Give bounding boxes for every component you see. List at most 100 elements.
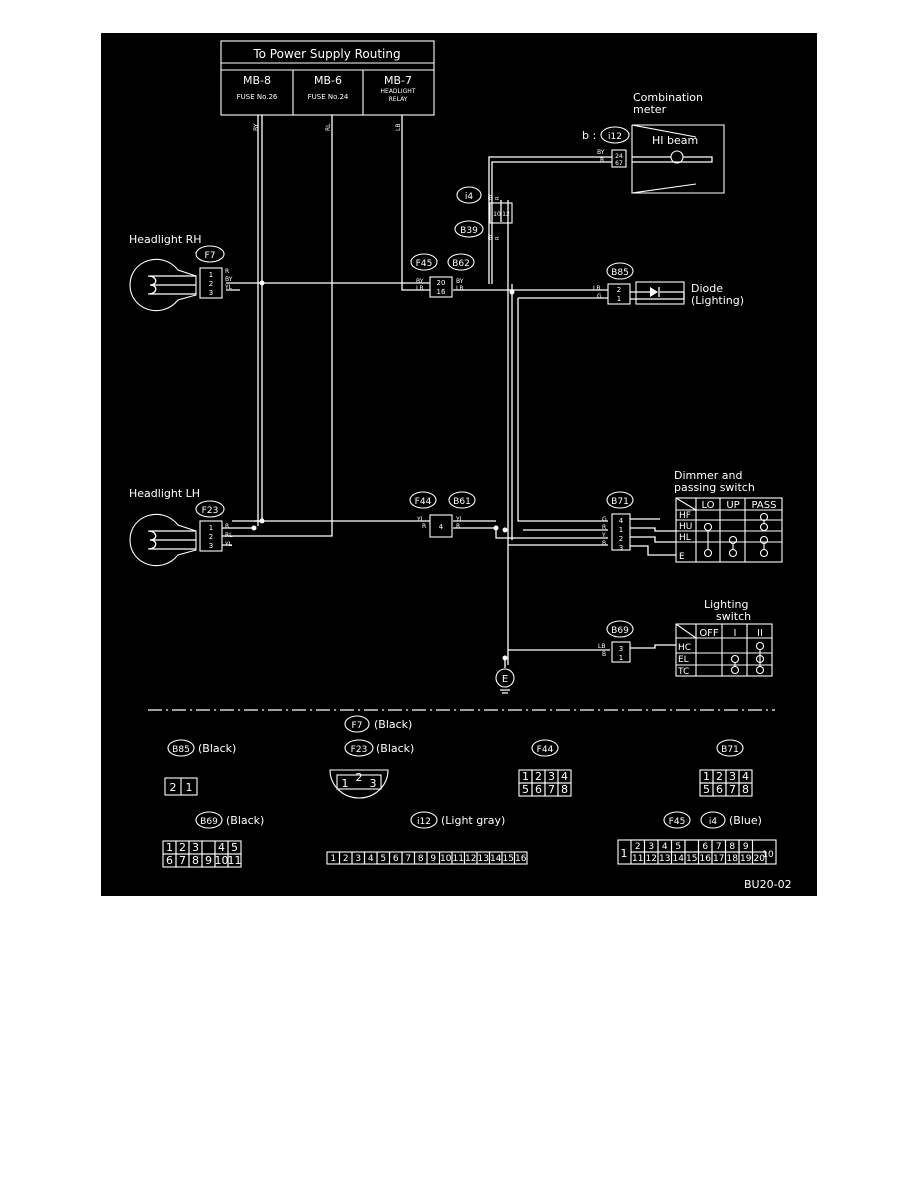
pin-number: 11 <box>453 854 464 864</box>
i4-wire-2: R <box>495 196 501 200</box>
dimmer-title-2: passing switch <box>674 481 755 494</box>
f23-pin-2: 2 <box>209 533 213 541</box>
legend-f23-pin-2: 2 <box>356 771 363 784</box>
meter-conn-badge <box>600 126 630 144</box>
b85-wire-g: G <box>597 293 602 300</box>
b71-wire-b: B <box>602 540 606 547</box>
pin-cell <box>227 853 242 868</box>
pin-number: 2 <box>716 770 723 783</box>
meter-title-line1: Combination <box>633 91 703 104</box>
b71-wire-g: G <box>602 516 607 523</box>
legend-f23-id: F23 <box>351 745 368 755</box>
pin-number: 10 <box>215 854 229 867</box>
pin-number: 9 <box>205 854 212 867</box>
legend-f44-id: F44 <box>537 745 554 755</box>
ground-label: E <box>502 674 508 685</box>
diagram-background <box>101 33 817 896</box>
dimmer-passing-switch: Dimmer and passing switch B71 4 1 2 3 G … <box>601 469 783 563</box>
i4-pin-1: 10 <box>493 211 501 218</box>
b85-pin-1: 2 <box>617 286 621 294</box>
b71-wire-y: Y <box>601 532 606 539</box>
lighting-row-hc: HC <box>678 643 691 653</box>
legend-f7-id: F7 <box>352 721 363 731</box>
f45-pin-1: 20 <box>437 279 446 287</box>
pin-number: 3 <box>192 841 199 854</box>
legend-f23-pin-3: 3 <box>370 777 377 790</box>
pin-number: 3 <box>648 842 654 852</box>
pin-number: 19 <box>740 854 752 864</box>
f7-wire-r: R <box>225 268 229 275</box>
b71-pin-1: 4 <box>619 517 624 525</box>
pin-number: 6 <box>393 854 399 864</box>
pin-number: 7 <box>729 783 736 796</box>
pin-number: 5 <box>522 783 529 796</box>
legend-f23-pin-1: 1 <box>342 777 349 790</box>
mb7-sub-label: HEADLIGHT <box>381 88 416 95</box>
pin-number: 1 <box>330 854 336 864</box>
meter-wire-r: R <box>600 157 604 164</box>
headlight-lh-title: Headlight LH <box>129 487 200 500</box>
mb7-label: MB-7 <box>384 74 412 87</box>
legend-f23-color: (Black) <box>376 742 414 755</box>
dimmer-row-hf: HF <box>679 511 691 521</box>
meter-wire-by: BY <box>597 149 605 156</box>
combination-meter: Combination meter b : i12 HI beam 24 67 … <box>582 91 725 194</box>
meter-conn-prefix: b : <box>582 129 596 142</box>
pin-number: 8 <box>742 783 749 796</box>
dimmer-title-1: Dimmer and <box>674 469 742 482</box>
f7-pin-1: 1 <box>209 271 213 279</box>
b71-id: B71 <box>611 497 629 507</box>
pin-number: 14 <box>490 854 502 864</box>
meter-pin-2: 67 <box>615 160 623 167</box>
b69-wire-b: B <box>602 651 606 658</box>
b71-wire-r: R <box>602 524 606 531</box>
pin-number: 13 <box>478 854 489 864</box>
diode-label-2: (Lighting) <box>691 294 744 307</box>
pin-number: 20 <box>754 854 766 864</box>
pin-number: 15 <box>503 854 514 864</box>
pin-number: 8 <box>729 842 735 852</box>
f7-wire-yl: YL <box>224 284 233 291</box>
diode-label-1: Diode <box>691 282 723 295</box>
legend-f45-id: F45 <box>669 817 686 827</box>
b61-wire-yl: YL <box>455 516 464 523</box>
legend-f45-pin-right: 10 <box>762 850 774 860</box>
pin-number: 1 <box>166 841 173 854</box>
b62-wire-lb: LB <box>456 285 463 292</box>
pin-number: 14 <box>673 854 685 864</box>
dimmer-row-e: E <box>679 552 685 562</box>
dimmer-row-hu: HU <box>679 522 692 532</box>
pin-number: 1 <box>703 770 710 783</box>
pin-number: 4 <box>368 854 374 864</box>
pin-number: 8 <box>418 854 424 864</box>
dimmer-col-pass: PASS <box>752 500 777 511</box>
diode-symbol-icon <box>650 287 658 297</box>
legend-f45-pin-left: 1 <box>621 847 628 860</box>
i4-pin-2: 12 <box>502 211 510 218</box>
lighting-col-off: OFF <box>699 628 719 639</box>
pin-number: 2 <box>535 770 542 783</box>
lighting-col-ii: II <box>757 628 763 639</box>
wire-label-by: BY <box>253 123 260 131</box>
legend-b85-color: (Black) <box>198 742 236 755</box>
f23-id: F23 <box>202 506 219 516</box>
pin-number: 12 <box>465 854 476 864</box>
wire-label-rl: RL <box>325 123 332 131</box>
pin-number: 5 <box>380 854 386 864</box>
pin-cell <box>738 782 753 797</box>
pin-number: 1 <box>522 770 529 783</box>
connector-f45-b62: F45 B62 20 16 BY LB BY LB <box>410 253 475 298</box>
pin-number: 4 <box>742 770 749 783</box>
pin-number: 16 <box>700 854 712 864</box>
legend-b69-color: (Black) <box>226 814 264 827</box>
f23-pin-3: 3 <box>209 542 213 550</box>
f44-id: F44 <box>415 497 432 507</box>
pin-number: 15 <box>686 854 697 864</box>
legend-b85-pin-2: 1 <box>186 781 193 794</box>
b61-id: B61 <box>453 497 471 507</box>
pin-number: 4 <box>662 842 668 852</box>
legend-f45-color: (Blue) <box>729 814 762 827</box>
